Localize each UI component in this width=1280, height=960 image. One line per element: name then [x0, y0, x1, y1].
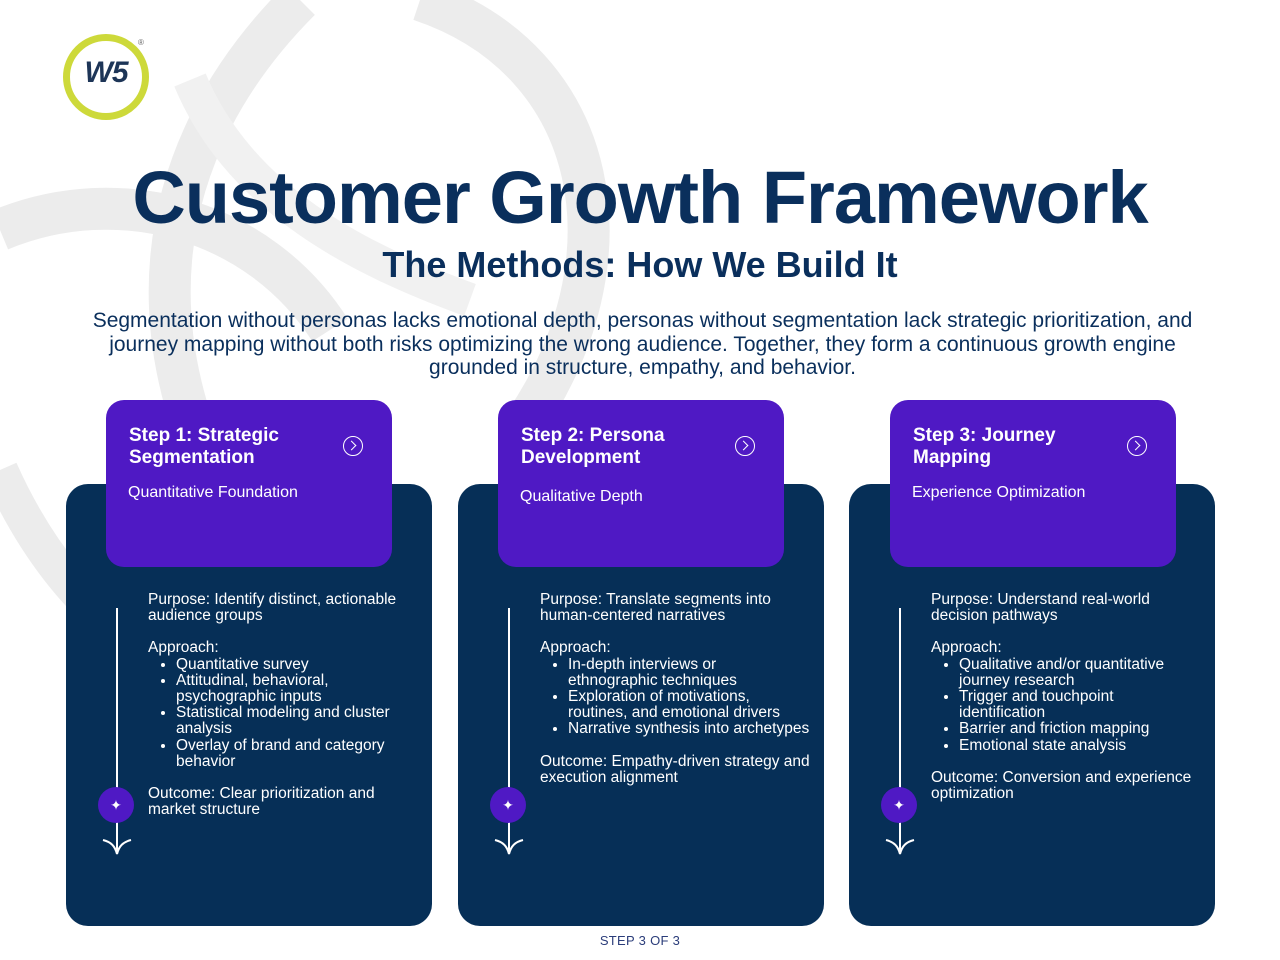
logo-ring — [63, 34, 149, 120]
page-title: Customer Growth Framework — [132, 156, 1148, 239]
list-item: Emotional state analysis — [959, 737, 1201, 754]
purpose-text: Purpose: Identify distinct, actionable a… — [148, 591, 397, 625]
approach-list: Quantitative survey Attitudinal, behavio… — [148, 656, 418, 770]
timeline-line — [116, 608, 118, 852]
approach-list: In-depth interviews or ethnographic tech… — [540, 656, 810, 738]
list-item: Attitudinal, behavioral, psychographic i… — [176, 672, 418, 705]
list-item: Statistical modeling and cluster analysi… — [176, 705, 418, 738]
purpose-text: Purpose: Translate segments into human-c… — [540, 591, 771, 625]
list-item: Exploration of motivations, routines, an… — [568, 688, 810, 721]
outcome-text: Outcome: Empathy-driven strategy and exe… — [540, 752, 810, 786]
step-subtitle: Experience Optimization — [912, 484, 1086, 501]
step-body: Purpose: Translate segments into human-c… — [540, 591, 810, 802]
list-item: In-depth interviews or ethnographic tech… — [568, 656, 810, 689]
list-item: Narrative synthesis into archetypes — [568, 721, 810, 737]
arrow-down-icon — [102, 839, 132, 855]
list-item: Barrier and friction mapping — [959, 721, 1201, 737]
timeline-line — [508, 608, 510, 852]
outcome-text: Outcome: Clear prioritization and market… — [148, 785, 375, 819]
registered-mark: ® — [138, 38, 144, 47]
list-item: Qualitative and/or quantitative journey … — [959, 656, 1201, 689]
list-item: Quantitative survey — [176, 656, 418, 673]
timeline-line — [899, 608, 901, 852]
approach-label: Approach: — [540, 639, 611, 657]
page-indicator: STEP 3 OF 3 — [599, 933, 681, 948]
approach-label: Approach: — [148, 639, 219, 657]
step-title: Step 1: Strategic Segmentation — [129, 425, 279, 468]
arrow-down-icon — [494, 839, 524, 855]
step-body: Purpose: Identify distinct, actionable a… — [148, 591, 418, 834]
chevron-right-circle-icon[interactable] — [735, 436, 755, 456]
step-header-1[interactable]: Step 1: Strategic Segmentation Quantitat… — [106, 400, 392, 567]
sparkle-icon: ✦ — [881, 787, 917, 823]
sparkle-icon: ✦ — [490, 787, 526, 823]
outcome-text: Outcome: Conversion and experience optim… — [931, 768, 1192, 803]
logo-text: W5 — [84, 56, 129, 89]
chevron-right-circle-icon[interactable] — [343, 436, 363, 456]
step-header-2[interactable]: Step 2: Persona Development Qualitative … — [498, 400, 784, 567]
step-title: Step 2: Persona Development — [521, 425, 665, 468]
sparkle-icon: ✦ — [98, 787, 134, 823]
step-body: Purpose: Understand real-world decision … — [931, 591, 1201, 818]
intro-paragraph: Segmentation without personas lacks emot… — [92, 309, 1193, 379]
list-item: Trigger and touchpoint identification — [959, 688, 1201, 721]
approach-list: Qualitative and/or quantitative journey … — [931, 656, 1201, 754]
step-header-3[interactable]: Step 3: Journey Mapping Experience Optim… — [890, 400, 1176, 567]
chevron-right-circle-icon[interactable] — [1127, 436, 1147, 456]
w5-logo: W5 — [63, 34, 149, 120]
arrow-down-icon — [885, 839, 915, 855]
list-item: Overlay of brand and category behavior — [176, 737, 418, 770]
step-title: Step 3: Journey Mapping — [913, 425, 1056, 468]
purpose-text: Purpose: Understand real-world decision … — [931, 591, 1150, 625]
approach-label: Approach: — [931, 639, 1002, 657]
page-subtitle: The Methods: How We Build It — [382, 244, 898, 285]
step-subtitle: Qualitative Depth — [520, 488, 643, 505]
step-subtitle: Quantitative Foundation — [128, 484, 298, 501]
